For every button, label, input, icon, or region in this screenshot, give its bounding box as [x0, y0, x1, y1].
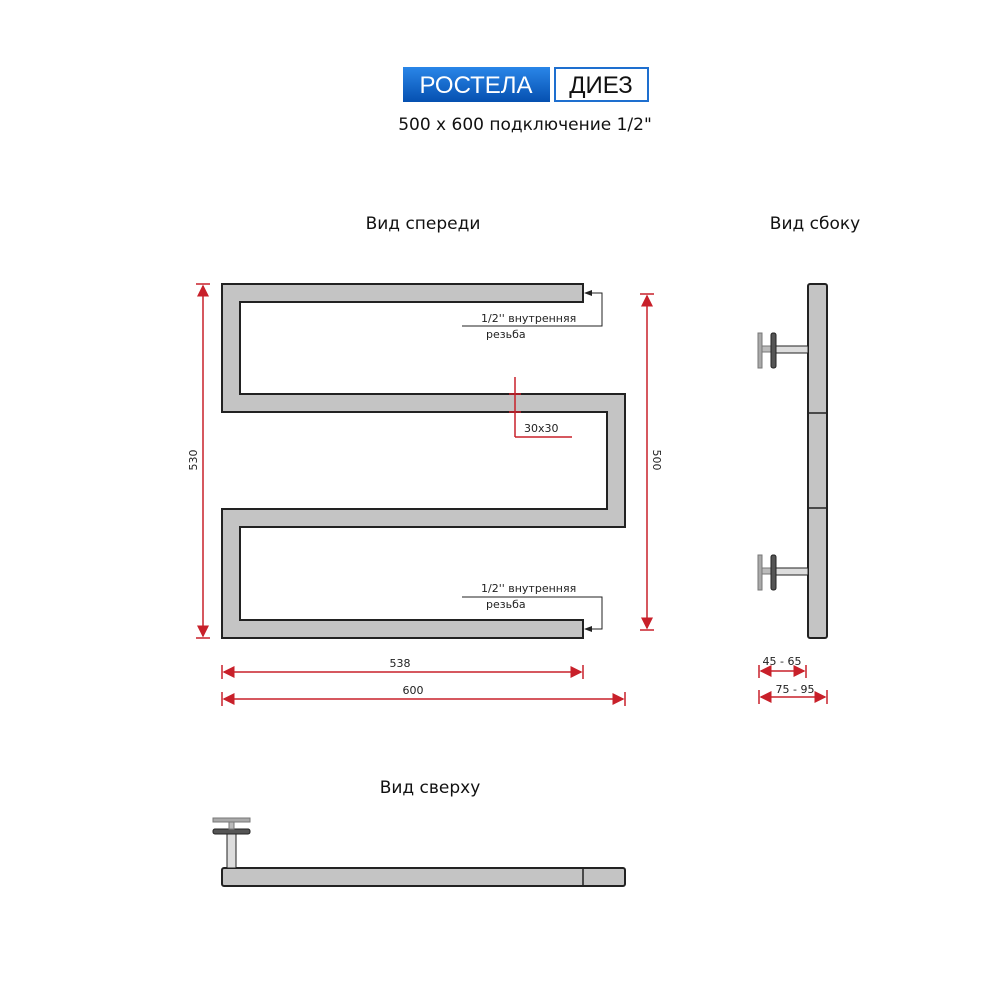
thread-callout-top: 1/2'' внутренняя резьба: [462, 290, 603, 341]
logo-model: ДИЕЗ: [569, 72, 632, 99]
inner-width-label: 538: [390, 657, 411, 670]
height-label: 530: [187, 450, 200, 471]
depth-min-label: 45 - 65: [763, 655, 802, 668]
profile-label: 30x30: [524, 422, 559, 435]
subtitle: 500 x 600 подключение 1/2": [398, 115, 652, 135]
thread-bottom-label-2: резьба: [486, 598, 526, 611]
top-view-title: Вид сверху: [380, 778, 481, 798]
total-width-label: 600: [403, 684, 424, 697]
height-dimension: 530: [187, 283, 210, 639]
wall-bracket-bottom: [757, 554, 809, 591]
side-view-title: Вид сбоку: [770, 214, 860, 234]
total-width-dimension: 600: [221, 684, 626, 706]
thread-top-label-2: резьба: [486, 328, 526, 341]
wall-bracket-top: [757, 332, 809, 369]
center-distance-dimension: 500: [640, 293, 663, 631]
logo-brand: РОСТЕЛА: [419, 72, 532, 99]
thread-callout-bottom: 1/2'' внутренняя резьба: [462, 582, 603, 632]
center-distance-label: 500: [650, 450, 663, 471]
logo: РОСТЕЛА ДИЕЗ: [403, 67, 649, 102]
depth-max-label: 75 - 95: [776, 683, 815, 696]
towel-rail-side: [807, 283, 828, 639]
thread-bottom-label: 1/2'' внутренняя: [481, 582, 576, 595]
depth-max-dimension: 75 - 95: [758, 683, 828, 704]
inner-width-dimension: 538: [221, 657, 584, 679]
depth-min-dimension: 45 - 65: [758, 655, 807, 678]
thread-top-label: 1/2'' внутренняя: [481, 312, 576, 325]
towel-rail-front: [221, 283, 626, 639]
towel-rail-top: [221, 867, 626, 887]
front-view-title: Вид спереди: [366, 214, 481, 234]
profile-dimension: 30x30: [509, 377, 572, 438]
wall-bracket-top-view: [212, 817, 251, 869]
